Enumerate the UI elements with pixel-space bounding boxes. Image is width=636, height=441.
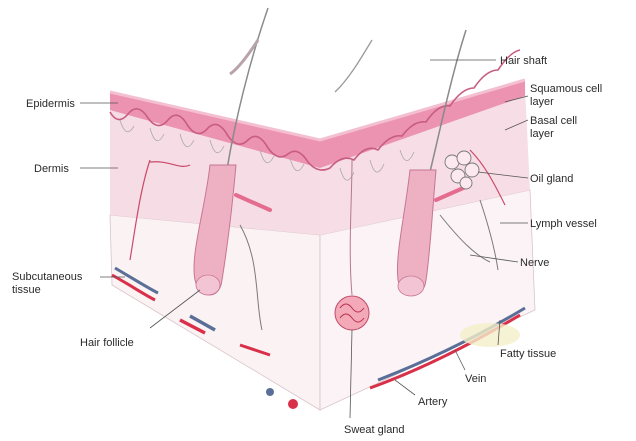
label-lymph-vessel: Lymph vessel: [530, 218, 597, 230]
hair-bulb-right: [398, 276, 424, 296]
label-subcutaneous-tissue-2: tissue: [12, 284, 41, 296]
sweat-gland-coil: [335, 296, 369, 330]
vessel-cross-section-2: [266, 388, 274, 396]
label-epidermis: Epidermis: [26, 98, 75, 110]
label-basal-cell-layer: Basal cell: [530, 115, 577, 127]
label-vein: Vein: [465, 373, 486, 385]
label-hair-shaft: Hair shaft: [500, 55, 547, 67]
label-squamous-cell-layer: Squamous cell: [530, 83, 602, 95]
label-fatty-tissue: Fatty tissue: [500, 348, 556, 360]
label-artery: Artery: [418, 396, 448, 408]
label-dermis: Dermis: [34, 163, 69, 175]
label-oil-gland: Oil gland: [530, 173, 573, 185]
fatty-tissue-area: [460, 323, 520, 347]
label-squamous-cell-layer-2: layer: [530, 96, 554, 108]
hair-shaft-2: [335, 40, 372, 92]
vessel-cross-section: [288, 399, 298, 409]
label-sweat-gland: Sweat gland: [344, 424, 405, 436]
label-basal-cell-layer-2: layer: [530, 128, 554, 140]
label-hair-follicle: Hair follicle: [80, 337, 134, 349]
label-nerve: Nerve: [520, 257, 549, 269]
hair-shaft-4: [230, 40, 258, 74]
skin-block: [110, 50, 535, 410]
hair-bulb-left: [196, 275, 220, 295]
label-subcutaneous-tissue: Subcutaneous: [12, 271, 83, 283]
